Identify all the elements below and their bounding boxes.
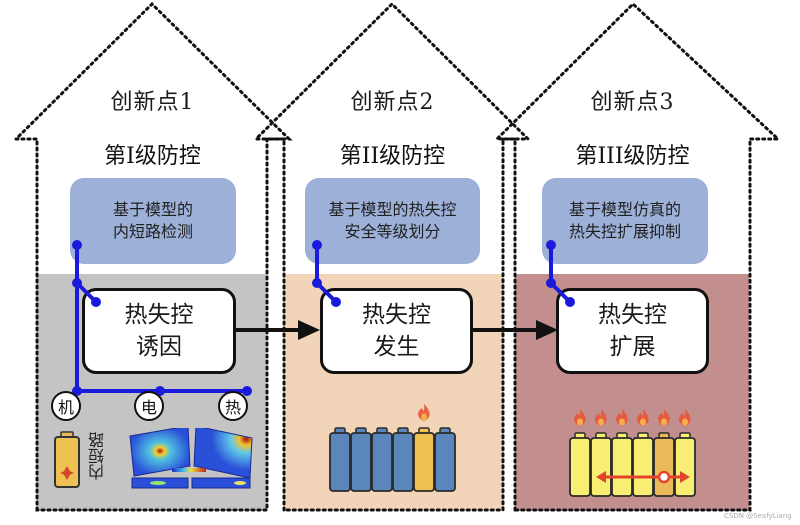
method-box-3: 基于模型仿真的 热失控扩展抑制 (542, 178, 708, 264)
house-outline-3 (493, 1, 782, 512)
flame-icon (658, 409, 670, 426)
flame-icon (574, 409, 586, 426)
connector-dot (331, 297, 341, 307)
battery-cell (590, 432, 612, 497)
battery-pack-single-fire-icon (329, 404, 456, 492)
connector-dot (312, 240, 322, 250)
method-box-1: 基于模型的 内短路检测 (70, 178, 236, 264)
flame-icon (679, 409, 691, 426)
factor-electrical: 电 (134, 391, 164, 421)
connector-dot (546, 240, 556, 250)
battery-cell (611, 432, 633, 497)
battery-cell (674, 432, 696, 497)
stage-box-cause: 热失控 诱因 (82, 288, 236, 374)
connector-3 (549, 243, 572, 304)
connector-dot (565, 297, 575, 307)
house-outline-2 (252, 1, 532, 512)
innovation-title-2: 创新点2 (350, 90, 435, 115)
battery-cell (569, 432, 591, 497)
flow-arrow-1-head (298, 320, 320, 340)
connector-dot (72, 278, 82, 288)
battery-cell (329, 427, 351, 492)
method-box-2: 基于模型的热失控 安全等级划分 (305, 178, 480, 264)
flame-icon (418, 404, 430, 421)
innovation-title-1: 创新点1 (110, 90, 195, 115)
house-outline-1 (12, 1, 293, 512)
battery-cell (653, 432, 675, 497)
connector-dot (312, 278, 322, 288)
battery-cell (392, 427, 414, 492)
battery-cell (632, 432, 654, 497)
battery-internal-short-icon (54, 431, 80, 488)
stage-box-propagation: 热失控 扩展 (556, 288, 709, 374)
connector-dot (242, 386, 252, 396)
flow-arrow-2-head (536, 320, 558, 340)
defense-level-2: 第II级防控 (339, 144, 446, 169)
flame-icon (616, 409, 628, 426)
battery-pack-propagation-icon (569, 409, 696, 497)
battery-cell (371, 427, 393, 492)
battery-cell (350, 427, 372, 492)
connector-2 (315, 243, 338, 304)
factor-thermal: 热 (218, 391, 248, 421)
watermark: CSDN @SeafyLiang (724, 512, 792, 520)
thermal-simulation-image (129, 428, 253, 489)
innovation-title-3: 创新点3 (590, 90, 675, 115)
defense-level-3: 第III级防控 (575, 144, 690, 169)
internal-short-label: 内短路 (88, 432, 107, 480)
defense-level-1: 第I级防控 (104, 144, 201, 169)
connector-dot (546, 278, 556, 288)
flame-icon (595, 409, 607, 426)
battery-cell (434, 427, 456, 492)
connector-dot (91, 297, 101, 307)
connector-dot (72, 240, 82, 250)
flow-arrows (232, 320, 558, 340)
connector-1-main (75, 243, 249, 393)
stage-box-occurrence: 热失控 发生 (320, 288, 473, 374)
propagation-arrow (596, 470, 690, 484)
flame-icon (637, 409, 649, 426)
factor-mechanical: 机 (51, 391, 81, 421)
battery-cell (413, 427, 435, 492)
